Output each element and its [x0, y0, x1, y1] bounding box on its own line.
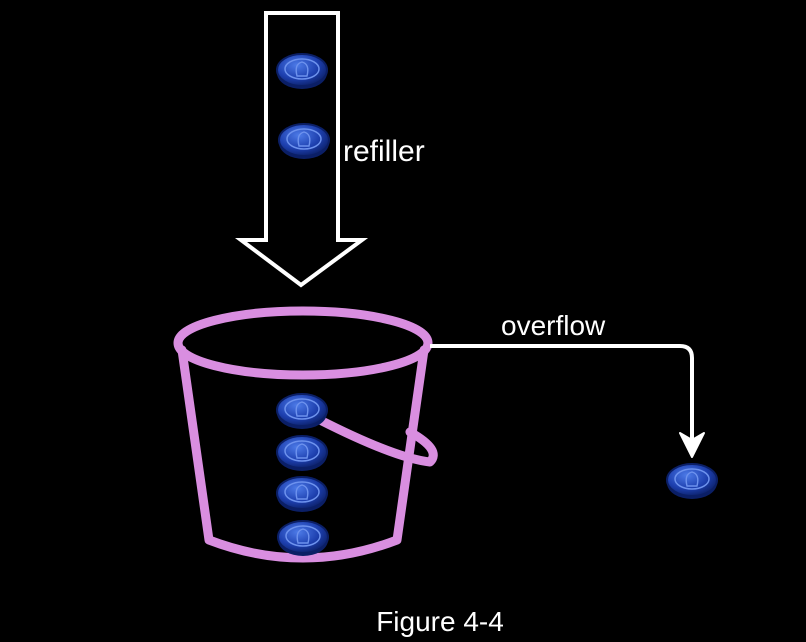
- coin-icon: [276, 476, 328, 513]
- bucket-icon: [173, 306, 438, 563]
- overflow-arrowhead: [679, 432, 705, 458]
- overflow-arrow: [430, 344, 694, 440]
- coin-icon: [276, 53, 328, 90]
- coin-icon: [278, 123, 330, 160]
- coin-icon: [277, 520, 329, 557]
- figure-caption: Figure 4-4: [376, 606, 504, 637]
- overflow-label: overflow: [501, 310, 606, 341]
- coin-icon: [666, 463, 718, 500]
- coin-icon: [276, 393, 328, 430]
- refiller-label: refiller: [343, 135, 425, 168]
- refill-arrow: [235, 11, 369, 288]
- coin-icon: [276, 435, 328, 472]
